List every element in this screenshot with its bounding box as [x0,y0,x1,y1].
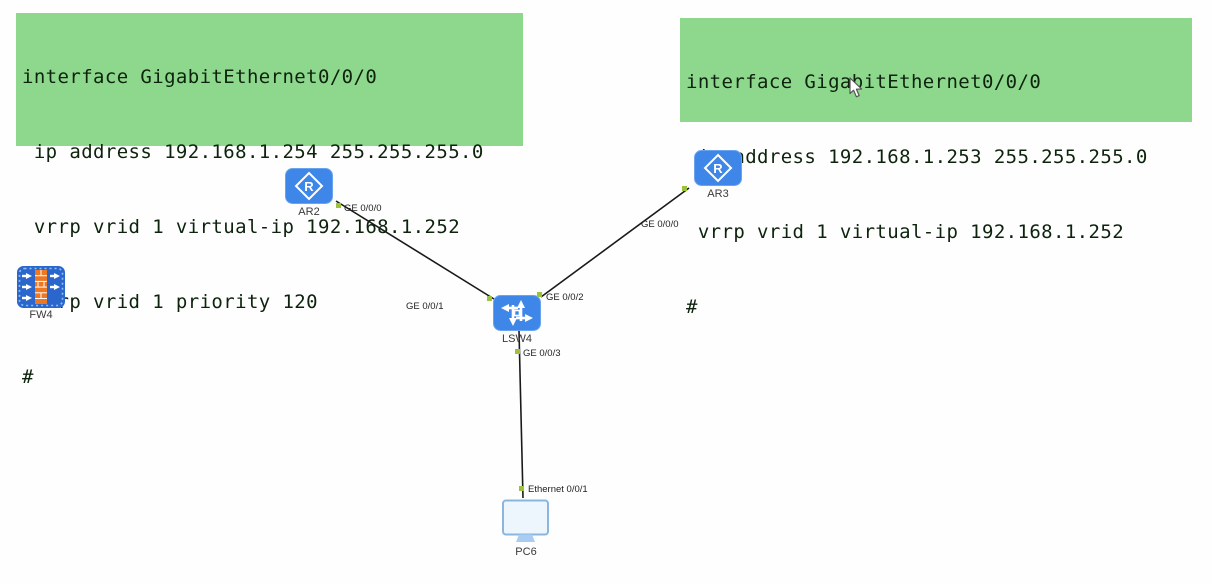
mouse-cursor-icon [849,77,863,103]
device-label-ar3: AR3 [707,188,729,200]
port-label-pc6-eth001: Ethernet 0/0/1 [528,484,588,495]
switch-icon [493,295,541,331]
svg-text:R: R [713,161,723,176]
router-icon: R [285,168,333,204]
config-line: vrrp vrid 1 virtual-ip 192.168.1.252 [686,221,1125,243]
config-note-master-router[interactable]: interface GigabitEthernet0/0/0 ip addres… [16,13,523,388]
port-status-dot-lsw4-ge001 [487,296,492,301]
port-status-dot-ar2-ge000 [336,203,341,208]
config-line: # [686,296,698,318]
port-label-ar2-ge000: GE 0/0/0 [344,203,382,214]
port-status-dot-ar3-ge000 [682,186,687,191]
port-label-lsw4-ge003: GE 0/0/3 [523,348,561,359]
config-line: ip address 192.168.1.254 255.255.255.0 [22,141,484,163]
device-label-fw4: FW4 [29,309,53,321]
router-icon: R [694,150,742,186]
device-label-pc6: PC6 [515,546,537,558]
device-label-lsw4: LSW4 [502,333,532,345]
device-router-ar2[interactable]: R [285,168,333,209]
link-lsw4-pc6[interactable] [518,330,524,499]
config-line: ip address 192.168.1.253 255.255.255.0 [686,146,1148,168]
config-line: interface GigabitEthernet0/0/0 [686,71,1042,93]
config-line: vrrp vrid 1 virtual-ip 192.168.1.252 [22,216,461,238]
device-firewall-fw4[interactable] [17,266,65,313]
config-note-backup-router[interactable]: interface GigabitEthernet0/0/0 ip addres… [680,18,1192,318]
svg-text:R: R [304,179,314,194]
device-label-ar2: AR2 [298,206,320,218]
port-label-lsw4-ge001: GE 0/0/1 [406,301,444,312]
device-router-ar3[interactable]: R [694,150,742,191]
device-pc-pc6[interactable] [501,499,551,550]
port-status-dot-pc6-eth001 [519,486,524,491]
port-label-lsw4-ge002: GE 0/0/2 [546,292,584,303]
pc-icon [502,499,549,542]
port-label-ar3-ge000: GE 0/0/0 [641,219,679,230]
port-status-dot-lsw4-ge002 [537,292,542,297]
firewall-icon [17,266,65,308]
link-ar3-lsw4[interactable] [540,187,690,298]
device-switch-lsw4[interactable] [493,295,541,336]
port-status-dot-lsw4-ge003 [515,349,520,354]
config-line: interface GigabitEthernet0/0/0 [22,66,378,88]
link-ar2-lsw4[interactable] [335,200,495,300]
config-line: # [22,366,34,388]
